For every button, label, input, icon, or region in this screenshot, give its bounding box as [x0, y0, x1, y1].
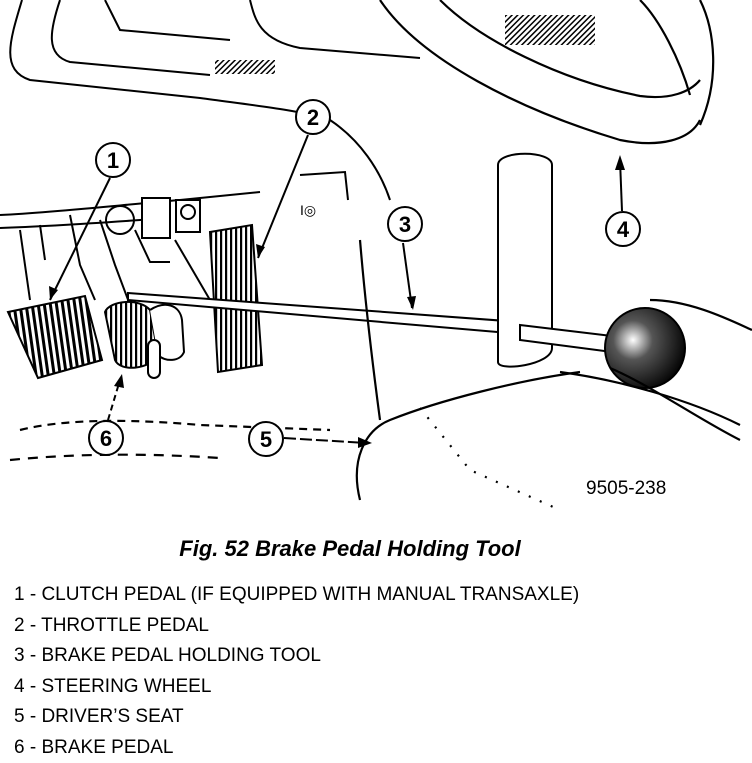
- callout-5: 5: [249, 422, 372, 456]
- svg-text:I◎: I◎: [300, 202, 316, 218]
- legend-item: 3 - BRAKE PEDAL HOLDING TOOL: [14, 641, 579, 672]
- callout-6-number: 6: [100, 426, 112, 451]
- callout-4: 4: [606, 155, 640, 246]
- callout-2: 2: [256, 100, 330, 258]
- clutch-pedal-drawing: [8, 296, 102, 378]
- legend-item: 6 - BRAKE PEDAL: [14, 733, 579, 763]
- legend-item: 2 - THROTTLE PEDAL: [14, 611, 579, 642]
- callout-5-number: 5: [260, 427, 272, 452]
- throttle-pedal-drawing: [210, 225, 262, 372]
- callout-3: 3: [388, 207, 422, 310]
- callout-2-number: 2: [307, 105, 319, 130]
- figure-caption: Fig. 52 Brake Pedal Holding Tool: [0, 536, 700, 562]
- pedal-linkage: [20, 198, 210, 305]
- drawing-code: 9505-238: [586, 478, 666, 500]
- legend-item: 5 - DRIVER’S SEAT: [14, 702, 579, 733]
- brake-pedal-drawing: [105, 302, 184, 378]
- brake-pedal-tool-illustration: I◎: [0, 0, 752, 520]
- legend-list: 1 - CLUTCH PEDAL (IF EQUIPPED WITH MANUA…: [14, 580, 579, 763]
- callout-3-number: 3: [399, 212, 411, 237]
- callout-1-number: 1: [107, 148, 119, 173]
- callout-6: 6: [89, 374, 124, 455]
- legend-item: 1 - CLUTCH PEDAL (IF EQUIPPED WITH MANUA…: [14, 580, 579, 611]
- legend-item: 4 - STEERING WHEEL: [14, 672, 579, 703]
- callout-4-number: 4: [617, 217, 630, 242]
